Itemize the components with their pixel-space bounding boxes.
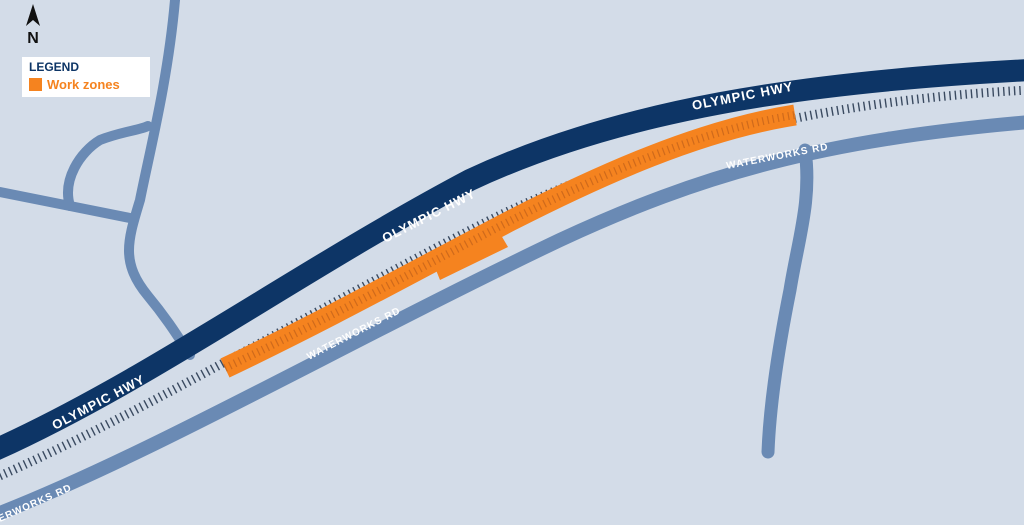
north-arrow: N — [22, 2, 46, 50]
legend-title: LEGEND — [29, 60, 80, 74]
local-road-network — [0, 0, 195, 360]
map-legend: LEGEND Work zones — [22, 57, 150, 97]
label-olympic-hwy-1: OLYMPIC HWY — [49, 371, 147, 432]
legend-item-work-zones: Work zones — [29, 77, 143, 92]
local-road-waterworks-branch — [761, 143, 814, 459]
work-zone-yard — [430, 230, 508, 280]
local-road-loop — [63, 121, 153, 211]
legend-swatch-work-zones — [29, 78, 42, 91]
work-zones — [225, 115, 795, 368]
north-label: N — [27, 30, 39, 47]
legend-label-work-zones: Work zones — [47, 77, 120, 92]
north-arrow-icon — [26, 4, 40, 26]
local-road-north-connector — [124, 0, 195, 360]
waterworks-rd — [0, 122, 1024, 515]
